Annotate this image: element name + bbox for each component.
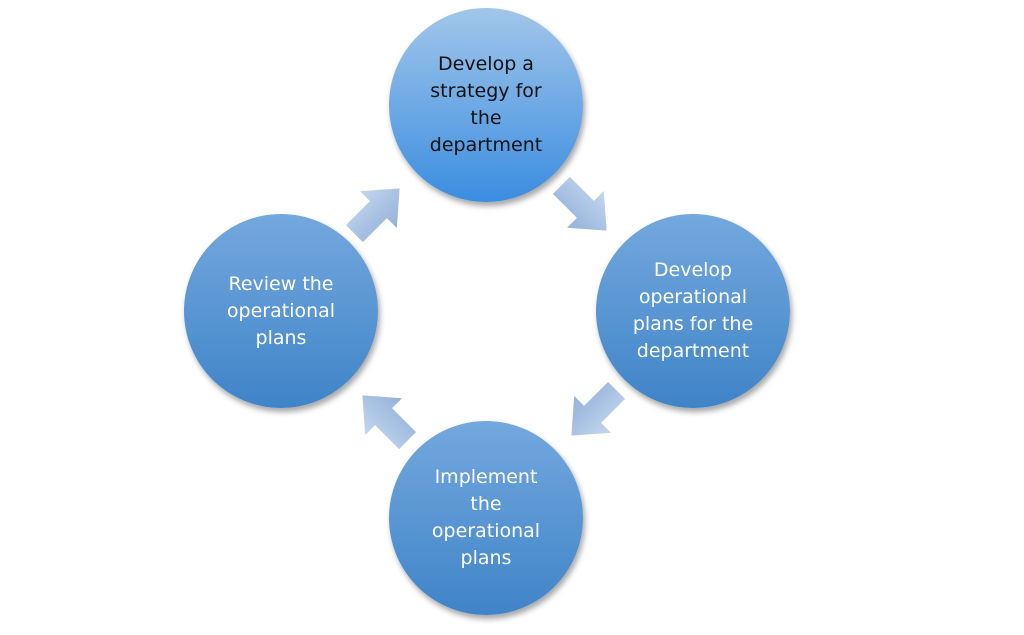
node-label: Review the operational plans <box>226 272 336 349</box>
arrow-right-icon <box>345 188 400 243</box>
arrow-right-icon <box>552 176 607 231</box>
node-label: Implement the operational plans <box>431 466 541 569</box>
node-label: Develop a strategy for the department <box>429 53 543 156</box>
node-label: Develop operational plans for the depart… <box>632 259 754 362</box>
arrow-right-icon <box>571 381 626 436</box>
node-review-plans: Review the operational plans <box>184 214 378 408</box>
node-develop-strategy: Develop a strategy for the department <box>389 8 583 202</box>
arrow-right-icon <box>362 395 417 450</box>
node-develop-operational-plans: Develop operational plans for the depart… <box>596 214 790 408</box>
node-implement-plans: Implement the operational plans <box>389 421 583 615</box>
